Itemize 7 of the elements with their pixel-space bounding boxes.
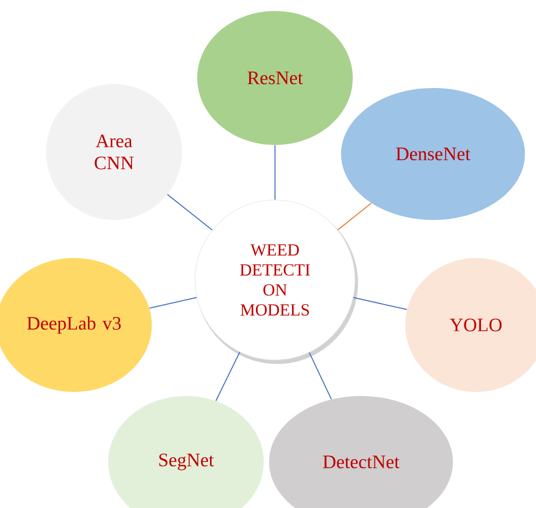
connector-line (352, 297, 408, 310)
connector-line (215, 352, 240, 402)
connector-line (166, 194, 213, 231)
connector-line (308, 352, 332, 400)
connector-line (337, 202, 372, 230)
connector-line (274, 144, 276, 200)
connector-line (148, 297, 198, 309)
